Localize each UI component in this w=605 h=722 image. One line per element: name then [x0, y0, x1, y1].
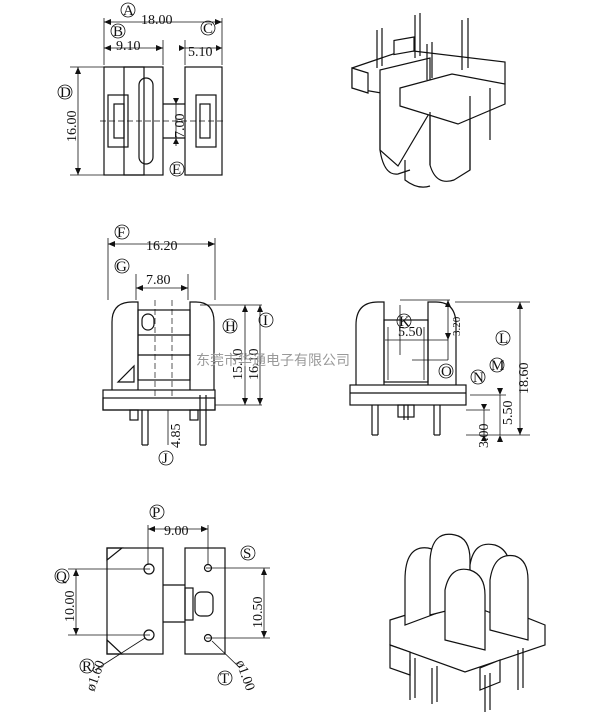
dim-front-overall: 16.20: [146, 239, 178, 254]
label-E: E: [169, 161, 185, 178]
label-T: T: [217, 670, 233, 687]
svg-text:M: M: [491, 358, 504, 374]
svg-text:O: O: [441, 364, 452, 380]
front-view: 16.20 7.80 15.10 16.10 4.85 F G H I J: [102, 224, 274, 467]
svg-text:T: T: [220, 671, 229, 687]
dim-top-height: 16.00: [65, 111, 80, 143]
label-L: L: [495, 330, 511, 347]
side-view: 5.50 3.20 18.60 5.50 3.00 K L M N O: [349, 299, 532, 449]
label-H: H: [222, 318, 238, 335]
svg-text:K: K: [399, 314, 410, 330]
label-N: N: [470, 369, 486, 386]
svg-text:C: C: [203, 21, 213, 37]
dim-top-left: 9.10: [116, 39, 141, 54]
dim-front-pin: 4.85: [169, 424, 184, 449]
dim-side-n: 3.00: [477, 424, 492, 449]
svg-text:S: S: [243, 546, 251, 562]
bottom-view: 9.00 10.00 10.50 ø1.60 ø1.00 P Q R S T: [54, 504, 270, 693]
dim-front-h: 15.10: [231, 349, 246, 381]
watermark: 东莞市华通电子有限公司: [196, 352, 350, 369]
svg-text:G: G: [116, 259, 127, 275]
isometric-view-top: [351, 13, 506, 188]
dim-bottom-hole-t: ø1.00: [232, 658, 257, 693]
label-B: B: [110, 23, 126, 40]
svg-text:L: L: [499, 331, 508, 347]
label-R: R: [79, 658, 95, 675]
dim-bottom-right: 10.50: [251, 597, 266, 629]
dim-side-top: 3.20: [451, 316, 463, 336]
label-I: I: [258, 312, 274, 329]
svg-text:F: F: [117, 225, 125, 241]
dim-bottom-left: 10.00: [63, 591, 78, 623]
label-D: D: [57, 84, 73, 101]
svg-text:R: R: [82, 659, 92, 675]
dim-top-overall: 18.00: [141, 13, 173, 28]
label-C: C: [200, 20, 216, 37]
label-P: P: [149, 504, 165, 521]
label-O: O: [438, 363, 454, 380]
svg-text:I: I: [263, 313, 268, 329]
dim-side-m: 5.50: [501, 401, 516, 426]
svg-text:D: D: [60, 85, 71, 101]
isometric-view-bottom: [389, 533, 546, 712]
label-F: F: [114, 224, 130, 241]
svg-text:B: B: [113, 24, 123, 40]
dim-front-inner: 7.80: [146, 273, 171, 288]
dim-front-i: 16.10: [247, 349, 262, 381]
svg-text:J: J: [162, 451, 168, 467]
label-A: A: [120, 2, 136, 19]
top-view: 18.00 9.10 5.10 16.00 7.00 A B C D E: [57, 2, 226, 178]
dim-bottom-spacing-x: 9.00: [164, 524, 189, 539]
svg-text:P: P: [152, 505, 160, 521]
svg-text:A: A: [123, 3, 134, 19]
svg-text:Q: Q: [56, 569, 67, 585]
svg-text:N: N: [473, 370, 484, 386]
dim-side-overall: 18.60: [517, 363, 532, 395]
svg-text:E: E: [172, 162, 181, 178]
label-K: K: [396, 313, 412, 330]
label-G: G: [114, 258, 130, 275]
dim-top-right: 5.10: [188, 45, 213, 60]
dim-top-slot: 7.00: [173, 114, 188, 139]
label-S: S: [240, 545, 256, 562]
dim-side-k: 5.50: [398, 325, 423, 340]
label-Q: Q: [54, 568, 70, 585]
label-J: J: [158, 450, 174, 467]
svg-text:H: H: [225, 319, 236, 335]
label-M: M: [489, 357, 505, 374]
